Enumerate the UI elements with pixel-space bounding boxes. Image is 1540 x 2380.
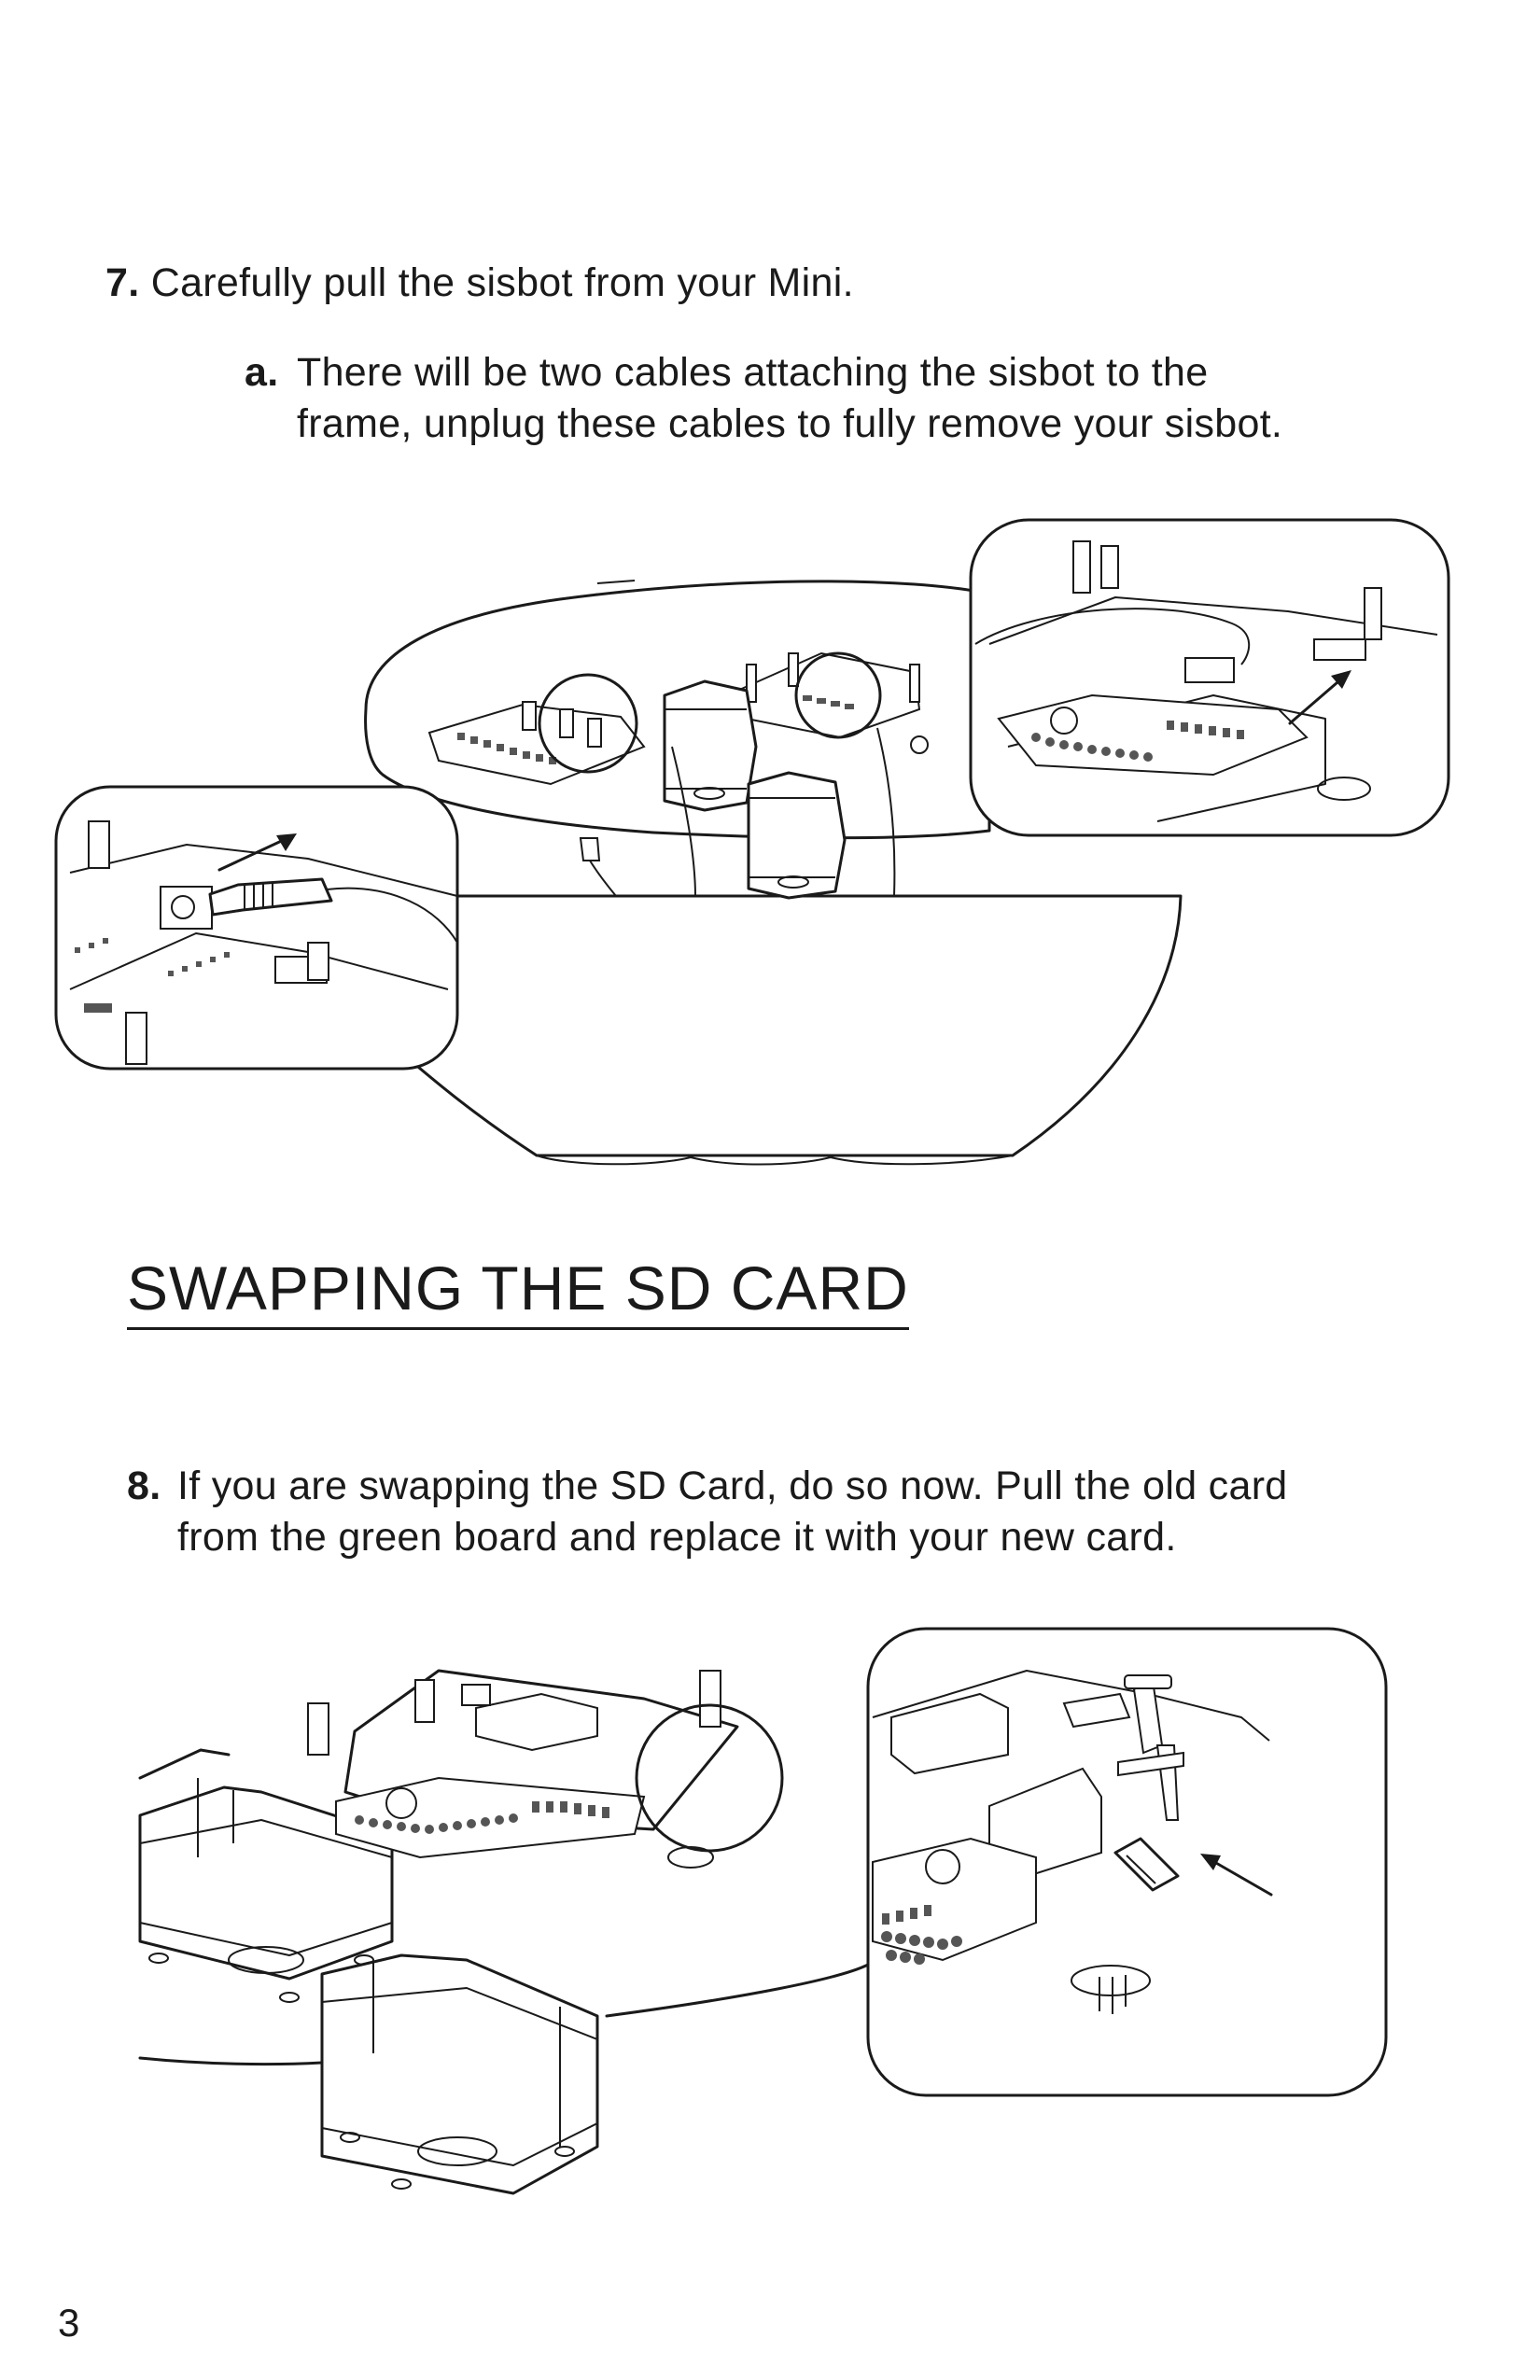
sisbot-removal-illustration	[54, 518, 1450, 1166]
connector	[579, 837, 601, 861]
cable-plug-icon	[208, 877, 333, 917]
stepper-motor-icon	[663, 679, 847, 900]
sd-card-icon	[1113, 1837, 1180, 1892]
step-7: 7. Carefully pull the sisbot from your M…	[105, 258, 1319, 309]
cable	[671, 746, 696, 897]
cable	[876, 727, 896, 897]
step-7a-letter: a.	[245, 350, 279, 395]
step-8-number: 8.	[127, 1463, 161, 1508]
inset-sd-card	[866, 1627, 1388, 2097]
stepper-motor-icon	[138, 1778, 599, 2195]
step-7-text: Carefully pull the sisbot from your Mini…	[150, 260, 854, 305]
inset-dc-jack	[54, 785, 459, 1071]
step-7a-text: There will be two cables attaching the s…	[297, 350, 1283, 446]
sd-card-swap-illustration	[138, 1627, 1388, 2195]
page-number: 3	[58, 2301, 80, 2345]
step-8-text: If you are swapping the SD Card, do so n…	[177, 1463, 1288, 1560]
circuit-board-left	[427, 701, 646, 786]
inset-board-connector	[969, 518, 1450, 837]
section-title: SWAPPING THE SD CARD	[127, 1251, 909, 1330]
step-7-number: 7.	[105, 260, 140, 305]
circuit-board-icon	[307, 1669, 739, 1859]
bowl	[376, 894, 1183, 1166]
arrow-icon	[1288, 675, 1346, 725]
table-edge	[138, 1748, 231, 1780]
step-7a: a. There will be two cables attaching th…	[245, 347, 1346, 446]
arrow-icon	[217, 836, 289, 872]
table-edge	[138, 2056, 324, 2066]
table-edge	[605, 1963, 870, 2018]
zoom-circle-right	[794, 651, 882, 739]
circuit-board-right	[735, 651, 921, 739]
arrow-icon	[1208, 1857, 1273, 1897]
zoom-circle-left	[538, 673, 638, 774]
step-8: 8. If you are swapping the SD Card, do s…	[127, 1461, 1359, 1560]
